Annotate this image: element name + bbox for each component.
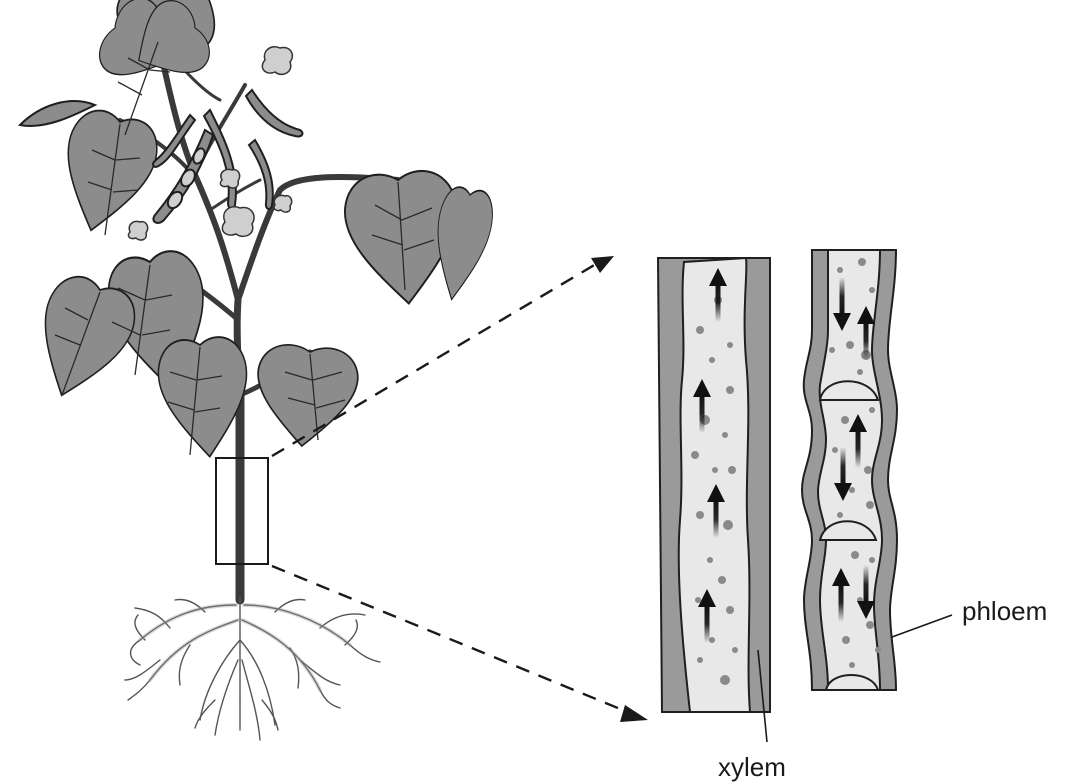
particle xyxy=(726,386,734,394)
phloem-tube xyxy=(802,250,897,690)
particle xyxy=(864,466,872,474)
plant-leaves xyxy=(20,0,497,461)
particle xyxy=(866,501,874,509)
flower xyxy=(274,195,292,212)
particle xyxy=(695,597,701,603)
particle xyxy=(709,637,715,643)
xylem-vessel xyxy=(658,258,770,712)
flower xyxy=(262,47,292,75)
zoom-line-bottom xyxy=(272,566,630,713)
particle xyxy=(849,487,855,493)
particle xyxy=(732,647,738,653)
particle xyxy=(869,287,875,293)
arrowhead-icon xyxy=(620,705,648,722)
particle xyxy=(829,347,835,353)
plant-roots xyxy=(125,598,380,740)
particle xyxy=(869,407,875,413)
particle xyxy=(696,511,704,519)
particle xyxy=(842,636,850,644)
particle xyxy=(697,657,703,663)
particle xyxy=(709,357,715,363)
particle xyxy=(875,647,881,653)
bean-pod xyxy=(249,140,273,209)
particle xyxy=(727,342,733,348)
particle xyxy=(718,576,726,584)
particle xyxy=(849,662,855,668)
arrowhead-icon xyxy=(591,256,614,273)
particle xyxy=(869,557,875,563)
particle xyxy=(723,520,733,530)
particle xyxy=(841,416,849,424)
particle xyxy=(851,551,859,559)
particle xyxy=(858,258,866,266)
xylem-lumen xyxy=(679,258,750,712)
phloem-leader-line xyxy=(892,615,952,637)
particle xyxy=(846,341,854,349)
particle xyxy=(712,467,718,473)
flower xyxy=(222,207,254,237)
phloem-label: phloem xyxy=(962,596,1047,626)
particle xyxy=(707,557,713,563)
zoom-pointers xyxy=(272,256,648,722)
flower xyxy=(220,169,239,188)
particle xyxy=(722,432,728,438)
xylem-label: xylem xyxy=(718,752,786,782)
particle xyxy=(726,606,734,614)
particle xyxy=(691,451,699,459)
particle xyxy=(866,621,874,629)
leaf xyxy=(252,342,360,450)
particle xyxy=(696,326,704,334)
particle xyxy=(857,369,863,375)
particle xyxy=(832,447,838,453)
particle xyxy=(728,466,736,474)
bean-plant xyxy=(20,0,497,740)
particle xyxy=(837,267,843,273)
bean-pod xyxy=(246,90,302,136)
particle xyxy=(837,512,843,518)
flower xyxy=(128,221,147,240)
particle xyxy=(720,675,730,685)
